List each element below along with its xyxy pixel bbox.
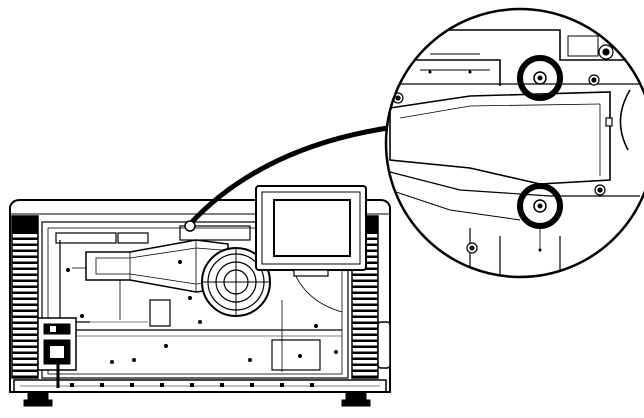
base-details xyxy=(20,383,380,387)
zoom-circle-border xyxy=(384,7,644,279)
projector-feet xyxy=(23,391,371,407)
power-section xyxy=(37,317,77,388)
bracket-arm xyxy=(389,91,611,185)
lcd-display-module xyxy=(255,185,367,277)
side-handle xyxy=(377,321,391,369)
power-switch-icon xyxy=(43,323,71,335)
callout-screw-upper xyxy=(517,55,563,101)
callout-leader-line xyxy=(187,125,391,227)
callout-screw-lower xyxy=(517,183,563,229)
callout-origin-marker xyxy=(184,220,196,232)
lcd-screen xyxy=(273,199,351,257)
fan-grille-icon xyxy=(201,247,271,317)
panel-screws xyxy=(66,260,338,364)
zoom-detail-callout xyxy=(384,7,644,279)
left-vent-grille xyxy=(11,215,39,379)
